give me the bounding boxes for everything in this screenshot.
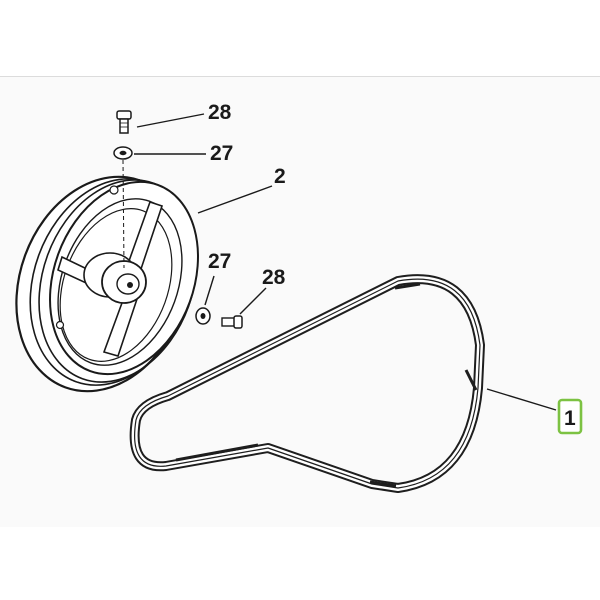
header-blank-area [0,0,600,76]
callout-washer-side: 27 [208,250,231,273]
belt-part[interactable] [129,274,485,493]
washer-top-part[interactable] [113,146,133,160]
leader-bolt-side [239,287,267,315]
callout-pulley: 2 [274,165,286,188]
callout-bolt-top: 28 [208,101,232,124]
washer-side-part[interactable] [195,307,211,325]
callout-bolt-side: 28 [262,266,286,289]
bolt-side-part[interactable] [221,315,243,329]
leader-bolt-top [136,113,205,128]
bolt-top-part[interactable] [116,110,132,134]
belt-callout-highlight-box[interactable] [557,398,583,435]
leader-belt [486,388,557,411]
callout-belt[interactable]: 1 [564,407,576,430]
leader-washer-side [204,275,215,306]
footer-blank-area [0,527,600,600]
pulley-part[interactable] [0,152,224,416]
callout-washer-top: 27 [210,142,233,165]
divider [0,76,600,77]
leader-pulley [197,185,273,214]
